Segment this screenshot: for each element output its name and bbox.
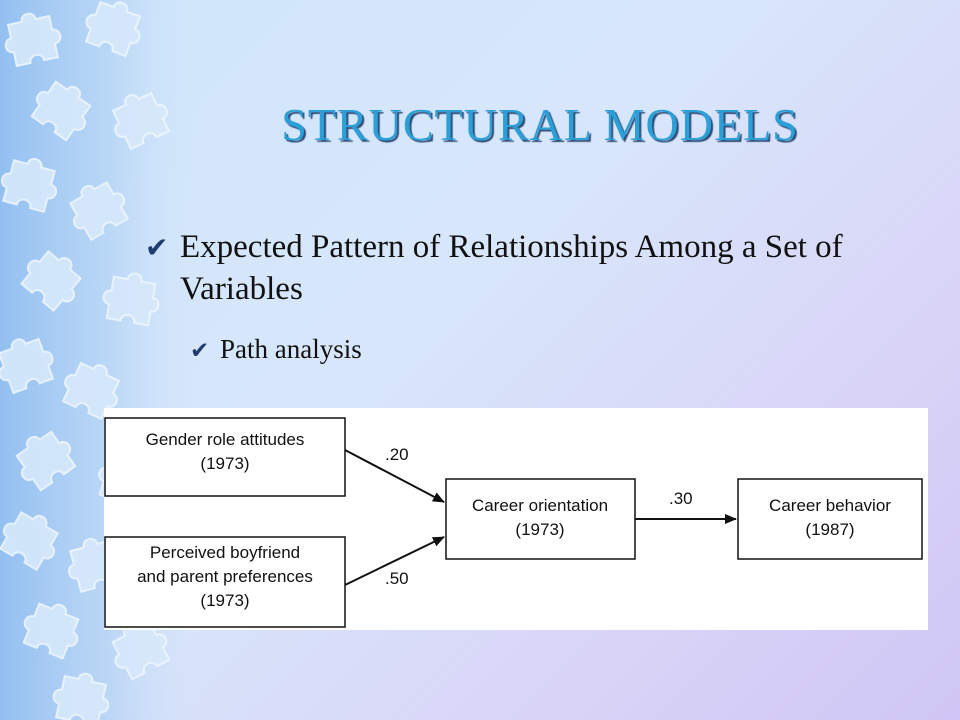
path-coefficient: .50 <box>385 569 409 588</box>
node-label: Career behavior <box>769 496 891 515</box>
node-label: Gender role attitudes <box>146 430 305 449</box>
node-career-orientation: Career orientation (1973) <box>445 478 636 560</box>
slide-title: STRUCTURAL MODELS <box>281 99 799 150</box>
node-label: and parent preferences <box>137 567 313 586</box>
node-gender-role-attitudes: Gender role attitudes (1973) <box>104 417 346 497</box>
node-year: (1973) <box>515 520 564 539</box>
bullet-text: Expected Pattern of Relationships Among … <box>180 229 843 307</box>
path-arrow-perceived-to-orientation <box>344 536 445 586</box>
node-year: (1973) <box>200 454 249 473</box>
bullet-level-2: ✔ Path analysis <box>190 332 790 366</box>
path-coefficient: .20 <box>385 445 409 464</box>
node-label: Perceived boyfriend <box>150 543 300 562</box>
node-perceived-preferences: Perceived boyfriend and parent preferenc… <box>104 536 346 628</box>
checkmark-icon: ✔ <box>145 233 169 264</box>
node-year: (1973) <box>200 591 249 610</box>
path-diagram-svg: Gender role attitudes (1973) Perceived b… <box>104 417 923 628</box>
bullet-level-1: ✔ Expected Pattern of Relationships Amon… <box>145 226 945 310</box>
sub-bullet-text: Path analysis <box>220 334 362 364</box>
path-arrow-gender-to-orientation <box>344 449 445 503</box>
path-diagram: Gender role attitudes (1973) Perceived b… <box>104 408 928 630</box>
path-coefficient: .30 <box>669 489 693 508</box>
node-career-behavior: Career behavior (1987) <box>737 478 923 560</box>
node-year: (1987) <box>805 520 854 539</box>
node-label: Career orientation <box>472 496 608 515</box>
checkmark-icon: ✔ <box>190 338 210 363</box>
